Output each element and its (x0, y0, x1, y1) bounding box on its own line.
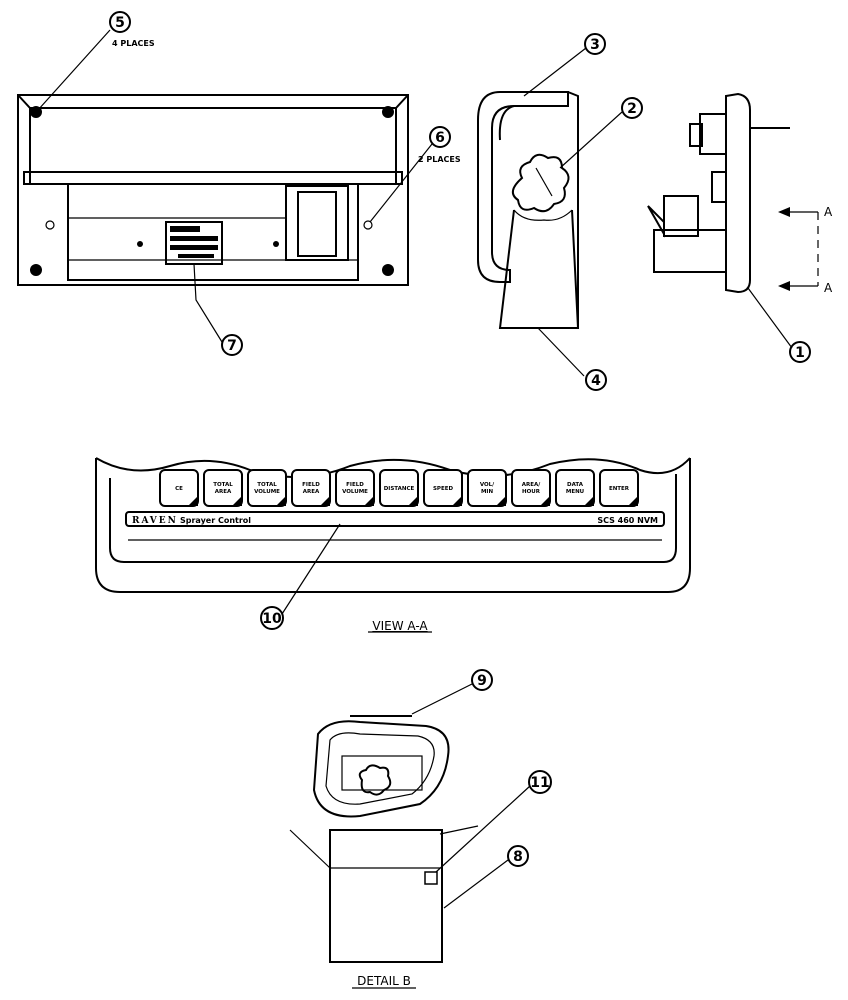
key-indicator (408, 496, 418, 506)
callout-11: 11 (435, 770, 552, 873)
callout-7-label: 7 (227, 338, 237, 354)
callout-7: 7 (193, 263, 243, 356)
panel-key-label: AREA (215, 489, 232, 495)
key-indicator (496, 496, 506, 506)
key-indicator (628, 496, 638, 506)
panel-key: VOL/MIN (467, 469, 507, 507)
view-caption: VIEW A-A (372, 619, 428, 633)
callout-4-label: 4 (591, 373, 601, 389)
mounting-knob (511, 153, 570, 213)
key-indicator (452, 496, 462, 506)
keypad: CETOTALAREATOTALVOLUMEFIELDAREAFIELDVOLU… (159, 469, 639, 507)
callout-5-label: 5 (115, 15, 125, 31)
key-indicator (584, 496, 594, 506)
key-indicator (540, 496, 550, 506)
callout-3: 3 (523, 33, 606, 97)
key-indicator (364, 496, 374, 506)
section-marker-a: A A (778, 205, 833, 295)
console-side-profile (647, 92, 790, 294)
panel-key: ENTER (599, 469, 639, 507)
rear-view (17, 94, 409, 286)
view-a-a-front-panel: CETOTALAREATOTALVOLUMEFIELDAREAFIELDVOLU… (95, 457, 691, 593)
detail-caption: DETAIL B (357, 974, 411, 988)
key-indicator (276, 496, 286, 506)
callout-9-label: 9 (477, 673, 487, 689)
panel-key-label: MENU (566, 489, 584, 495)
panel-model: SCS 460 NVM (597, 516, 658, 525)
callout-2-label: 2 (627, 101, 637, 117)
callout-1: 1 (747, 287, 811, 363)
panel-key-label: AREA (303, 489, 320, 495)
panel-key-label: ENTER (609, 486, 630, 492)
callout-3-label: 3 (590, 37, 600, 53)
detail-b (289, 715, 479, 963)
panel-key-label: MIN (481, 489, 494, 495)
callout-9: 9 (411, 669, 493, 715)
panel-brand: RAVEN (132, 516, 178, 526)
corner-screw (30, 264, 42, 276)
callout-6: 6 2 PLACES (369, 126, 461, 223)
panel-key-label: TOTAL (257, 482, 277, 488)
callout-1-label: 1 (795, 345, 805, 361)
panel-key-label: VOL/ (480, 482, 495, 488)
panel-key-label: VOLUME (254, 489, 280, 495)
panel-key: AREA/HOUR (511, 469, 551, 507)
panel-key: DISTANCE (379, 469, 419, 507)
callout-11-label: 11 (530, 775, 549, 791)
callout-6-label: 6 (435, 130, 445, 146)
callout-2: 2 (559, 97, 643, 169)
panel-key-label: FIELD (346, 482, 364, 488)
panel-key-label: FIELD (302, 482, 320, 488)
panel-key-label: TOTAL (213, 482, 233, 488)
panel-key-label: DISTANCE (384, 486, 415, 492)
section-label-bottom: A (824, 281, 833, 295)
callout-4: 4 (537, 327, 607, 391)
panel-key-label: DATA (567, 482, 584, 488)
panel-key-label: VOLUME (342, 489, 368, 495)
mounting-bracket (477, 91, 580, 329)
section-label-top: A (824, 205, 833, 219)
panel-product: Sprayer Control (180, 516, 251, 525)
serial-label (165, 221, 223, 265)
key-indicator (320, 496, 330, 506)
note-four-places: 4 PLACES (112, 39, 155, 48)
key-indicator (232, 496, 242, 506)
corner-screw (382, 106, 394, 118)
note-two-places: 2 PLACES (418, 155, 461, 164)
panel-key-label: HOUR (522, 489, 541, 495)
panel-key-label: AREA/ (522, 482, 542, 488)
panel-key-label: CE (175, 486, 183, 492)
corner-screw (382, 264, 394, 276)
callout-8: 8 (443, 845, 529, 909)
panel-key-label: SPEED (433, 486, 454, 492)
key-indicator (188, 496, 198, 506)
panel-key: CE (159, 469, 199, 507)
callout-5: 5 4 PLACES (37, 11, 155, 111)
callout-10-label: 10 (262, 611, 282, 627)
panel-key: SPEED (423, 469, 463, 507)
callout-8-label: 8 (513, 849, 523, 865)
callout-10: 10 (260, 523, 341, 630)
